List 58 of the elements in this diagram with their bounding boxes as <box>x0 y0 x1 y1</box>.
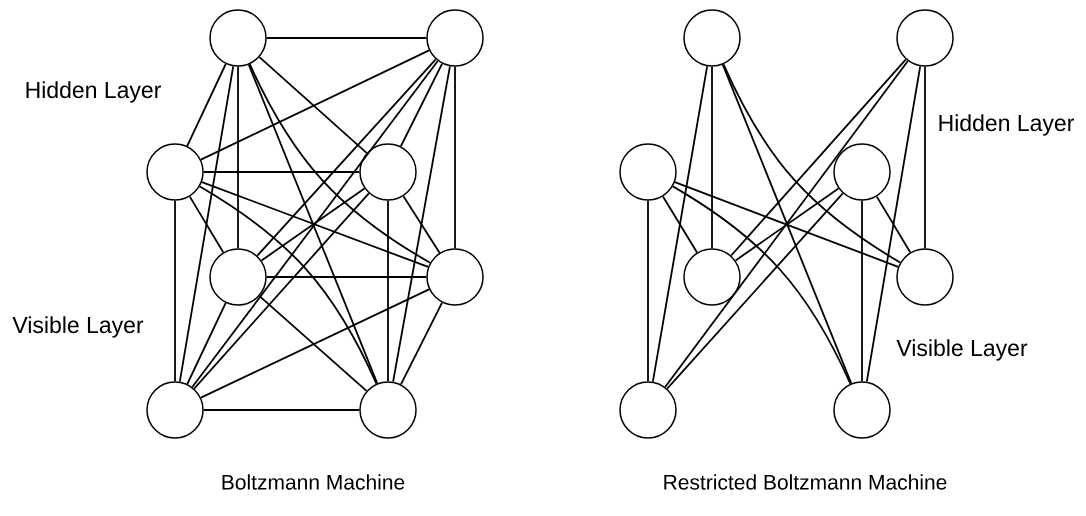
connection-line <box>399 62 444 148</box>
connection-line <box>258 56 368 154</box>
connection-line <box>721 63 853 385</box>
connection-line <box>392 65 451 383</box>
connection-line <box>875 195 912 254</box>
connection-line <box>865 65 922 383</box>
layer-label: Visible Layer <box>896 339 1028 361</box>
connection-line <box>402 195 441 254</box>
connection-line <box>178 65 235 383</box>
connection-line <box>202 171 361 173</box>
neuron-circle <box>209 248 267 306</box>
connection-line <box>237 65 239 250</box>
connection-line <box>202 409 361 411</box>
neuron-circle <box>426 9 484 67</box>
connection-line <box>265 37 428 39</box>
connection-line <box>647 199 649 383</box>
connection-line <box>400 301 443 386</box>
diagram-caption: Boltzmann Machine <box>222 474 405 490</box>
connection-line <box>186 63 227 147</box>
connection-line <box>265 276 428 278</box>
connection-line <box>174 199 176 383</box>
neuron-circle <box>359 381 417 439</box>
neuron-circle <box>833 143 891 201</box>
connection-line <box>186 302 227 385</box>
neuron-circle <box>146 381 204 439</box>
connection-line <box>387 199 389 383</box>
connection-line <box>861 199 863 383</box>
neuron-circle <box>833 381 891 439</box>
layer-label: Hidden Layer <box>26 81 161 103</box>
neuron-circle <box>896 9 954 67</box>
layer-label: Visible Layer <box>12 316 144 338</box>
diagram-caption: Restricted Boltzmann Machine <box>664 474 947 490</box>
neuron-circle <box>683 9 741 67</box>
neuron-circle <box>146 143 204 201</box>
neuron-circle <box>209 9 267 67</box>
connection-line <box>200 49 430 161</box>
connection-line <box>664 60 909 388</box>
neuron-circle <box>426 248 484 306</box>
connection-line <box>652 65 709 383</box>
connection-line <box>260 187 366 262</box>
connection-line <box>258 295 368 392</box>
layer-label: Hidden Layer <box>939 114 1074 136</box>
connection-line <box>924 65 926 250</box>
connection-line <box>734 187 840 262</box>
connection-line <box>662 195 698 254</box>
connection-line <box>201 181 429 268</box>
connection-line <box>191 60 439 388</box>
connection-line <box>674 181 899 268</box>
connection-line <box>454 65 456 250</box>
neuron-circle <box>619 381 677 439</box>
connection-line <box>188 195 225 254</box>
neuron-circle <box>896 248 954 306</box>
neuron-circle <box>619 143 677 201</box>
connection-line <box>247 63 379 385</box>
connection-line <box>711 65 713 250</box>
connection-line <box>200 288 430 399</box>
neuron-circle <box>359 143 417 201</box>
neuron-circle <box>683 248 741 306</box>
